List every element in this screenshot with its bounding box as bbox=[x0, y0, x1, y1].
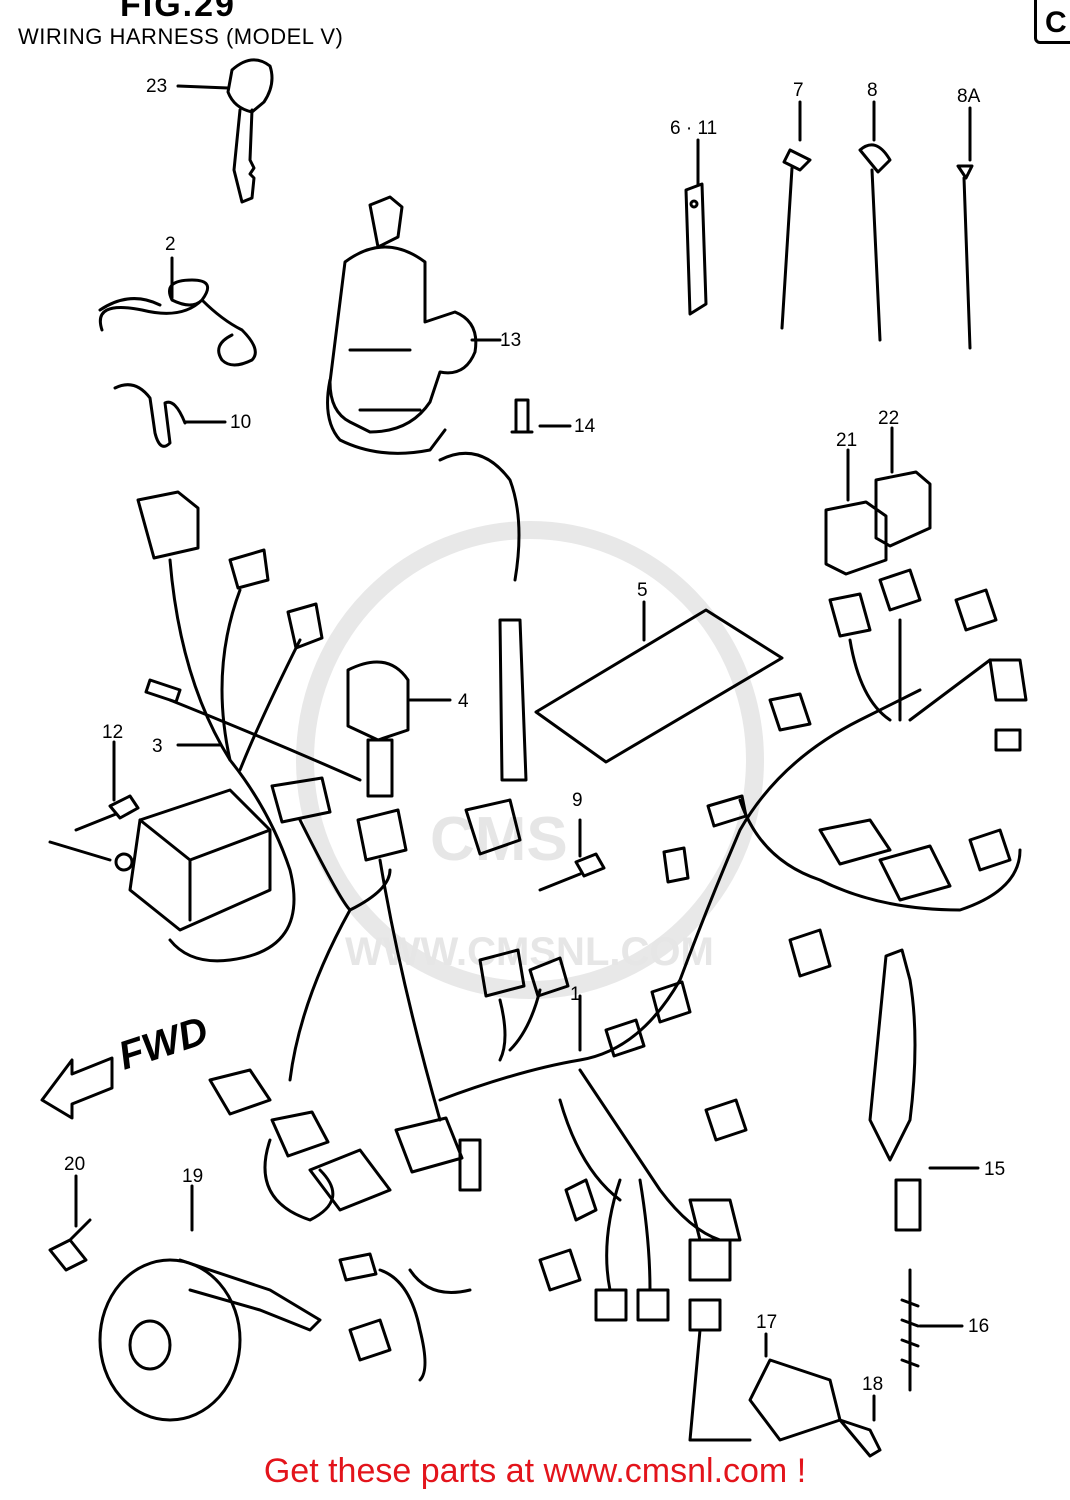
part-number-23: 23 bbox=[146, 76, 167, 97]
clamp bbox=[113, 383, 227, 448]
spring-clip bbox=[98, 256, 257, 367]
part-number-20: 20 bbox=[64, 1154, 85, 1175]
parts-source-banner[interactable]: Get these parts at www.cmsnl.com ! bbox=[263, 1452, 807, 1490]
cable-tie-8a bbox=[956, 106, 974, 350]
horn bbox=[98, 1184, 322, 1422]
part-number-21: 21 bbox=[836, 430, 857, 451]
insulation-tape bbox=[534, 600, 784, 764]
part-number-13: 13 bbox=[500, 330, 521, 351]
part-number-12: 12 bbox=[102, 722, 123, 743]
forward-arrow bbox=[40, 1056, 114, 1120]
sensor-switch bbox=[346, 660, 452, 798]
pressure-switch bbox=[868, 948, 980, 1232]
bolt-9 bbox=[538, 818, 606, 892]
part-number-18: 18 bbox=[862, 1374, 883, 1395]
cable-tie-7 bbox=[780, 100, 812, 330]
part-number-5: 5 bbox=[637, 580, 648, 601]
cable-tie-8 bbox=[858, 100, 892, 342]
part-number-2: 2 bbox=[165, 234, 176, 255]
sub-harness bbox=[136, 490, 362, 963]
forward-direction-label: FWD bbox=[113, 1009, 213, 1079]
figure-subtitle: WIRING HARNESS (MODEL V) bbox=[18, 24, 344, 49]
ignition-switch bbox=[326, 195, 521, 582]
relay-22 bbox=[874, 426, 932, 548]
part-number-4: 4 bbox=[458, 691, 469, 712]
part-number-22: 22 bbox=[878, 408, 899, 429]
part-number-9: 9 bbox=[572, 790, 583, 811]
bolt-12 bbox=[48, 740, 140, 862]
section-marker: C bbox=[1034, 0, 1070, 44]
side-stand-switch bbox=[748, 1332, 842, 1442]
part-labels: 1 2 3 4 5 6 · 11 7 8 8A 9 10 12 13 14 15… bbox=[64, 76, 1005, 1395]
part-number-16: 16 bbox=[968, 1316, 989, 1337]
part-number-3: 3 bbox=[152, 736, 163, 757]
part-number-7: 7 bbox=[793, 80, 804, 101]
relay-21 bbox=[824, 448, 888, 576]
part-number-10: 10 bbox=[230, 412, 251, 433]
part-number-17: 17 bbox=[756, 1312, 777, 1333]
ignition-key bbox=[176, 58, 274, 204]
screw bbox=[510, 398, 572, 434]
part-number-8a: 8A bbox=[957, 86, 981, 107]
part-number-8: 8 bbox=[867, 80, 878, 101]
main-harness bbox=[208, 568, 1028, 1442]
wire-bracket bbox=[684, 138, 708, 316]
part-number-1: 1 bbox=[570, 984, 581, 1005]
part-number-15: 15 bbox=[984, 1159, 1005, 1180]
spring bbox=[900, 1268, 964, 1392]
bolt-18 bbox=[838, 1394, 882, 1458]
watermark: CMS WWW.CMSNL.COM bbox=[296, 521, 764, 999]
part-number-19: 19 bbox=[182, 1166, 203, 1187]
figure-number: FIG.29 bbox=[120, 0, 236, 24]
control-unit bbox=[114, 788, 272, 932]
watermark-url: WWW.CMSNL.COM bbox=[345, 930, 714, 974]
part-number-6-11: 6 · 11 bbox=[670, 118, 717, 139]
watermark-brand: CMS bbox=[430, 805, 568, 874]
bolt-20 bbox=[48, 1174, 92, 1272]
part-number-14: 14 bbox=[574, 416, 596, 437]
